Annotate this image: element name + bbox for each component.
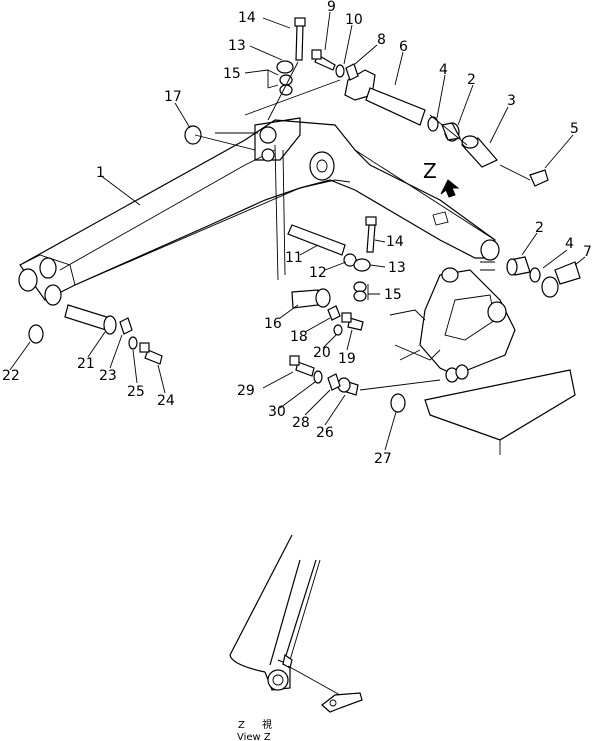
caption-mark: 視 xyxy=(262,718,272,731)
label-2-lower: 2 xyxy=(535,220,544,236)
washer-12 xyxy=(343,253,357,267)
plate-8 xyxy=(345,63,359,81)
bolt-14-upper xyxy=(294,17,306,61)
pin-11 xyxy=(287,224,346,256)
caption-letter: Z xyxy=(238,720,245,731)
pin-6 xyxy=(344,69,426,126)
pin-16 xyxy=(291,288,331,309)
label-5: 5 xyxy=(570,121,579,137)
label-9: 9 xyxy=(327,0,336,15)
label-13-upper: 13 xyxy=(228,38,246,54)
washer-20 xyxy=(333,324,343,336)
label-24: 24 xyxy=(157,393,175,409)
label-29: 29 xyxy=(237,383,255,399)
leader-lines xyxy=(9,11,586,451)
bolt-29 xyxy=(289,355,315,377)
spacer-7 xyxy=(541,261,581,298)
label-16: 16 xyxy=(264,316,282,332)
label-20: 20 xyxy=(313,345,331,361)
caption-view-z: View Z xyxy=(237,732,271,741)
label-22: 22 xyxy=(2,368,20,384)
label-18: 18 xyxy=(290,329,308,345)
label-28: 28 xyxy=(292,415,310,431)
label-14-upper: 14 xyxy=(238,10,256,26)
view-z-caption: Z 視 View Z xyxy=(237,718,272,741)
washer-10 xyxy=(335,64,345,78)
label-11: 11 xyxy=(285,250,303,266)
label-14-lower: 14 xyxy=(386,234,404,250)
label-4-lower: 4 xyxy=(565,236,574,252)
view-z-detail xyxy=(229,534,363,713)
nuts-15-lower xyxy=(353,281,367,302)
label-30: 30 xyxy=(268,404,286,420)
label-26: 26 xyxy=(316,425,334,441)
nuts-15-upper xyxy=(279,74,293,96)
label-15-upper: 15 xyxy=(223,66,241,82)
label-12: 12 xyxy=(309,265,327,281)
washer-30 xyxy=(313,370,323,384)
label-21: 21 xyxy=(77,356,95,372)
plate-18 xyxy=(327,305,341,321)
label-27: 27 xyxy=(374,451,392,467)
pin-21 xyxy=(64,304,117,335)
bolt-24 xyxy=(139,342,163,365)
bolt-14-lower xyxy=(365,216,377,253)
washer-22 xyxy=(28,324,44,344)
label-15-lower: 15 xyxy=(384,287,402,303)
boom-body xyxy=(18,117,500,306)
label-4-upper: 4 xyxy=(439,62,448,78)
shim-17 xyxy=(184,125,202,145)
label-23: 23 xyxy=(99,368,117,384)
plate-23 xyxy=(119,317,133,335)
label-19: 19 xyxy=(338,351,356,367)
washer-13-lower xyxy=(353,258,371,272)
bolt-9 xyxy=(311,49,336,71)
part-number-labels: 1 2 2 3 4 4 5 6 7 8 9 10 11 12 13 13 14 … xyxy=(2,0,592,467)
center-lines xyxy=(194,61,531,391)
label-13-lower: 13 xyxy=(388,260,406,276)
label-7: 7 xyxy=(583,244,592,260)
label-25: 25 xyxy=(127,384,145,400)
label-2-upper: 2 xyxy=(467,72,476,88)
washer-25 xyxy=(128,336,138,350)
washer-4-lower xyxy=(529,267,541,283)
view-z-marker: Z xyxy=(423,159,437,183)
label-6: 6 xyxy=(399,39,408,55)
arm-linkage xyxy=(389,267,576,455)
plate-28 xyxy=(327,373,341,391)
washer-4-upper xyxy=(427,116,439,132)
bolt-26 xyxy=(337,377,359,396)
label-10: 10 xyxy=(345,12,363,28)
bushing-3 xyxy=(460,135,498,168)
label-1: 1 xyxy=(96,165,105,181)
washer-27 xyxy=(390,393,406,413)
label-8: 8 xyxy=(377,32,386,48)
label-3: 3 xyxy=(507,93,516,109)
bolt-19 xyxy=(341,312,364,331)
label-17: 17 xyxy=(164,89,182,105)
bushing-2-lower xyxy=(506,256,531,276)
view-z-arrow xyxy=(440,179,460,198)
washer-13-upper xyxy=(276,60,294,74)
grease-fitting-5 xyxy=(529,169,549,187)
